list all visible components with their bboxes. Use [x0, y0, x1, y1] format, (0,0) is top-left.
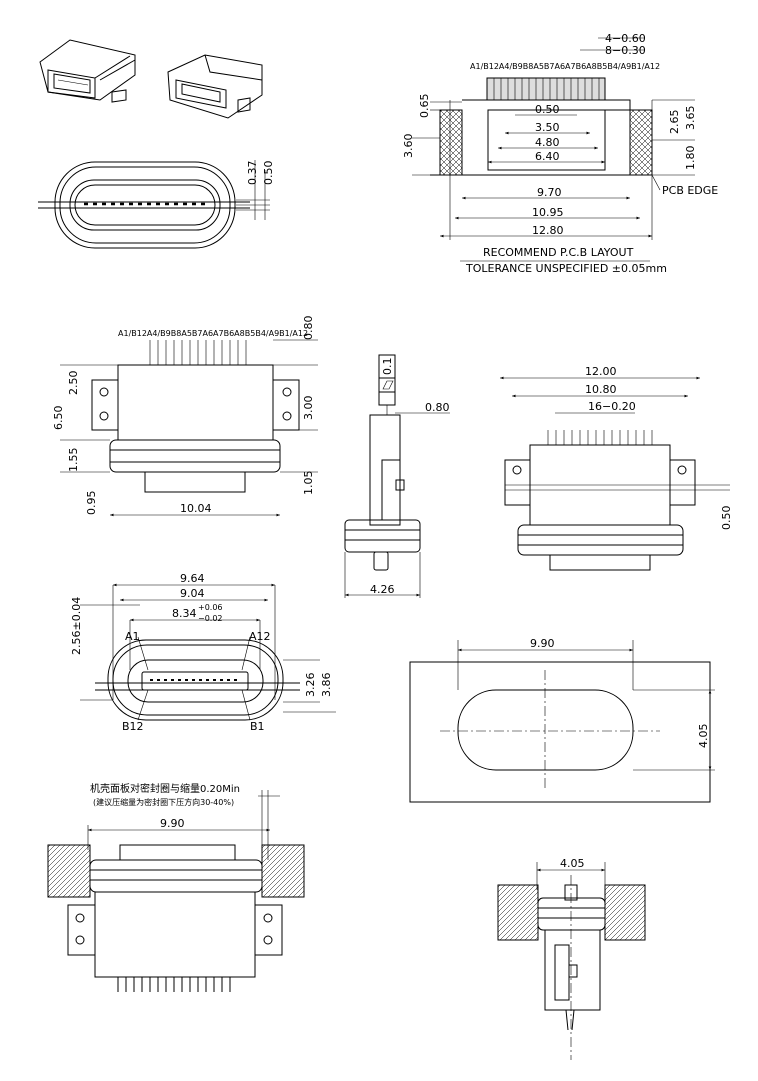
dim-pcb-350: 3.50	[535, 121, 560, 134]
dim-rear-pitch: 16−0.20	[588, 400, 636, 413]
dim-front-037: 0.37	[246, 161, 259, 186]
pcb-slot-left	[439, 109, 463, 176]
rear-view: 12.00 10.80 16−0.20 0.50	[500, 365, 733, 571]
panel-wall-right	[261, 844, 305, 898]
dim-top-080: 0.80	[302, 316, 315, 341]
dim-front-050: 0.50	[262, 161, 275, 186]
dim-pcb-480: 4.80	[535, 136, 560, 149]
dim-side-080: 0.80	[425, 401, 450, 414]
dim-cutout-405: 4.05	[697, 724, 710, 749]
dim-pcb-640: 6.40	[535, 150, 560, 163]
top-pin-labels: A1/B12A4/B9B8A5B7A6A7B6A8B5B4/A9B1/A12	[118, 329, 308, 338]
pcb-caption-tolerance: TOLERANCE UNSPECIFIED ±0.05mm	[465, 262, 667, 275]
dim-mate-964: 9.64	[180, 572, 205, 585]
panel-cutout-view: 9.90 4.05	[409, 637, 715, 803]
dim-top-105: 1.05	[302, 471, 315, 496]
dim-pcb-1095: 10.95	[532, 206, 564, 219]
top-view: A1/B12A4/B9B8A5B7A6A7B6A8B5B4/A9B1/A12 2…	[52, 316, 318, 517]
contact-label-b12: B12	[122, 720, 144, 733]
dim-rear-1200: 12.00	[585, 365, 617, 378]
panel-wall-left	[47, 844, 91, 898]
dim-mate-256: 2.56±0.04	[70, 597, 83, 655]
panel-section-view: 机壳面板对密封圈与缩量0.20Min (建议压缩量为密封圈下压方向30-40%)…	[47, 782, 305, 992]
contact-label-a12: A12	[249, 630, 271, 643]
dim-top-300: 3.00	[302, 396, 315, 421]
dim-top-095: 0.95	[85, 491, 98, 516]
dim-rear-1080: 10.80	[585, 383, 617, 396]
panel-cutout-slot	[457, 689, 634, 771]
pcb-pin-pads	[486, 77, 606, 101]
dim-mate-tol-minus: −0.02	[198, 614, 223, 623]
side-view: 0.1 0.80 4.26	[344, 354, 450, 598]
dim-pcb-365: 3.65	[684, 106, 697, 131]
dim-pitch-small: 8−0.30	[605, 44, 646, 57]
flatness-value: 0.1	[381, 358, 394, 376]
mating-face-view: 9.64 9.04 8.34 +0.06 −0.02 A1 A12 B12 B1…	[70, 572, 336, 733]
dim-mate-386: 3.86	[320, 673, 333, 698]
dim-mate-tol-plus: +0.06	[198, 603, 223, 612]
dim-pcb-180: 1.80	[684, 146, 697, 171]
isometric-view-left	[39, 39, 136, 103]
dim-rear-050: 0.50	[720, 506, 733, 531]
panel-side-wall-right	[604, 884, 646, 941]
pcb-slot-right	[629, 109, 653, 176]
contact-label-b1: B1	[250, 720, 265, 733]
pcb-caption-title: RECOMMEND P.C.B LAYOUT	[483, 246, 634, 259]
panel-side-section-view: 4.05	[497, 857, 646, 1060]
isometric-view-right	[167, 54, 263, 119]
dim-pitch-large: 4−0.60	[605, 32, 646, 45]
dim-cutout-990: 9.90	[530, 637, 555, 650]
dim-mate-834: 8.34	[172, 607, 197, 620]
dim-top-1004: 10.04	[180, 502, 212, 515]
dim-side-section-405: 4.05	[560, 857, 585, 870]
panel-side-wall-left	[497, 884, 539, 941]
dim-top-650: 6.50	[52, 406, 65, 431]
pcb-layout-view: 4−0.60 8−0.30 A1/B12A4/B9B8A5B7A6A7B6A8B…	[402, 32, 718, 275]
dim-section-990: 9.90	[160, 817, 185, 830]
dim-pcb-265: 2.65	[668, 110, 681, 135]
dim-mate-326: 3.26	[304, 673, 317, 698]
dim-pcb-1280: 12.80	[532, 224, 564, 237]
dim-pcb-360: 3.60	[402, 134, 415, 159]
panel-note-line2: (建议压缩量为密封圈下压方向30-40%)	[93, 797, 234, 807]
dim-side-426: 4.26	[370, 583, 395, 596]
pcb-edge-label: PCB EDGE	[662, 184, 718, 197]
dim-pcb-065: 0.65	[418, 94, 431, 119]
dim-pcb-970: 9.70	[537, 186, 562, 199]
dim-top-250: 2.50	[67, 371, 80, 396]
dim-top-155: 1.55	[67, 448, 80, 473]
panel-note-line1: 机壳面板对密封圈与缩量0.20Min	[90, 782, 240, 795]
dim-pcb-050: 0.50	[535, 103, 560, 116]
pcb-pin-labels: A1/B12A4/B9B8A5B7A6A7B6A8B5B4/A9B1/A12	[470, 62, 660, 71]
front-face-view: 0.37 0.50	[38, 160, 275, 249]
contact-label-a1: A1	[125, 630, 140, 643]
dim-mate-904: 9.04	[180, 587, 205, 600]
